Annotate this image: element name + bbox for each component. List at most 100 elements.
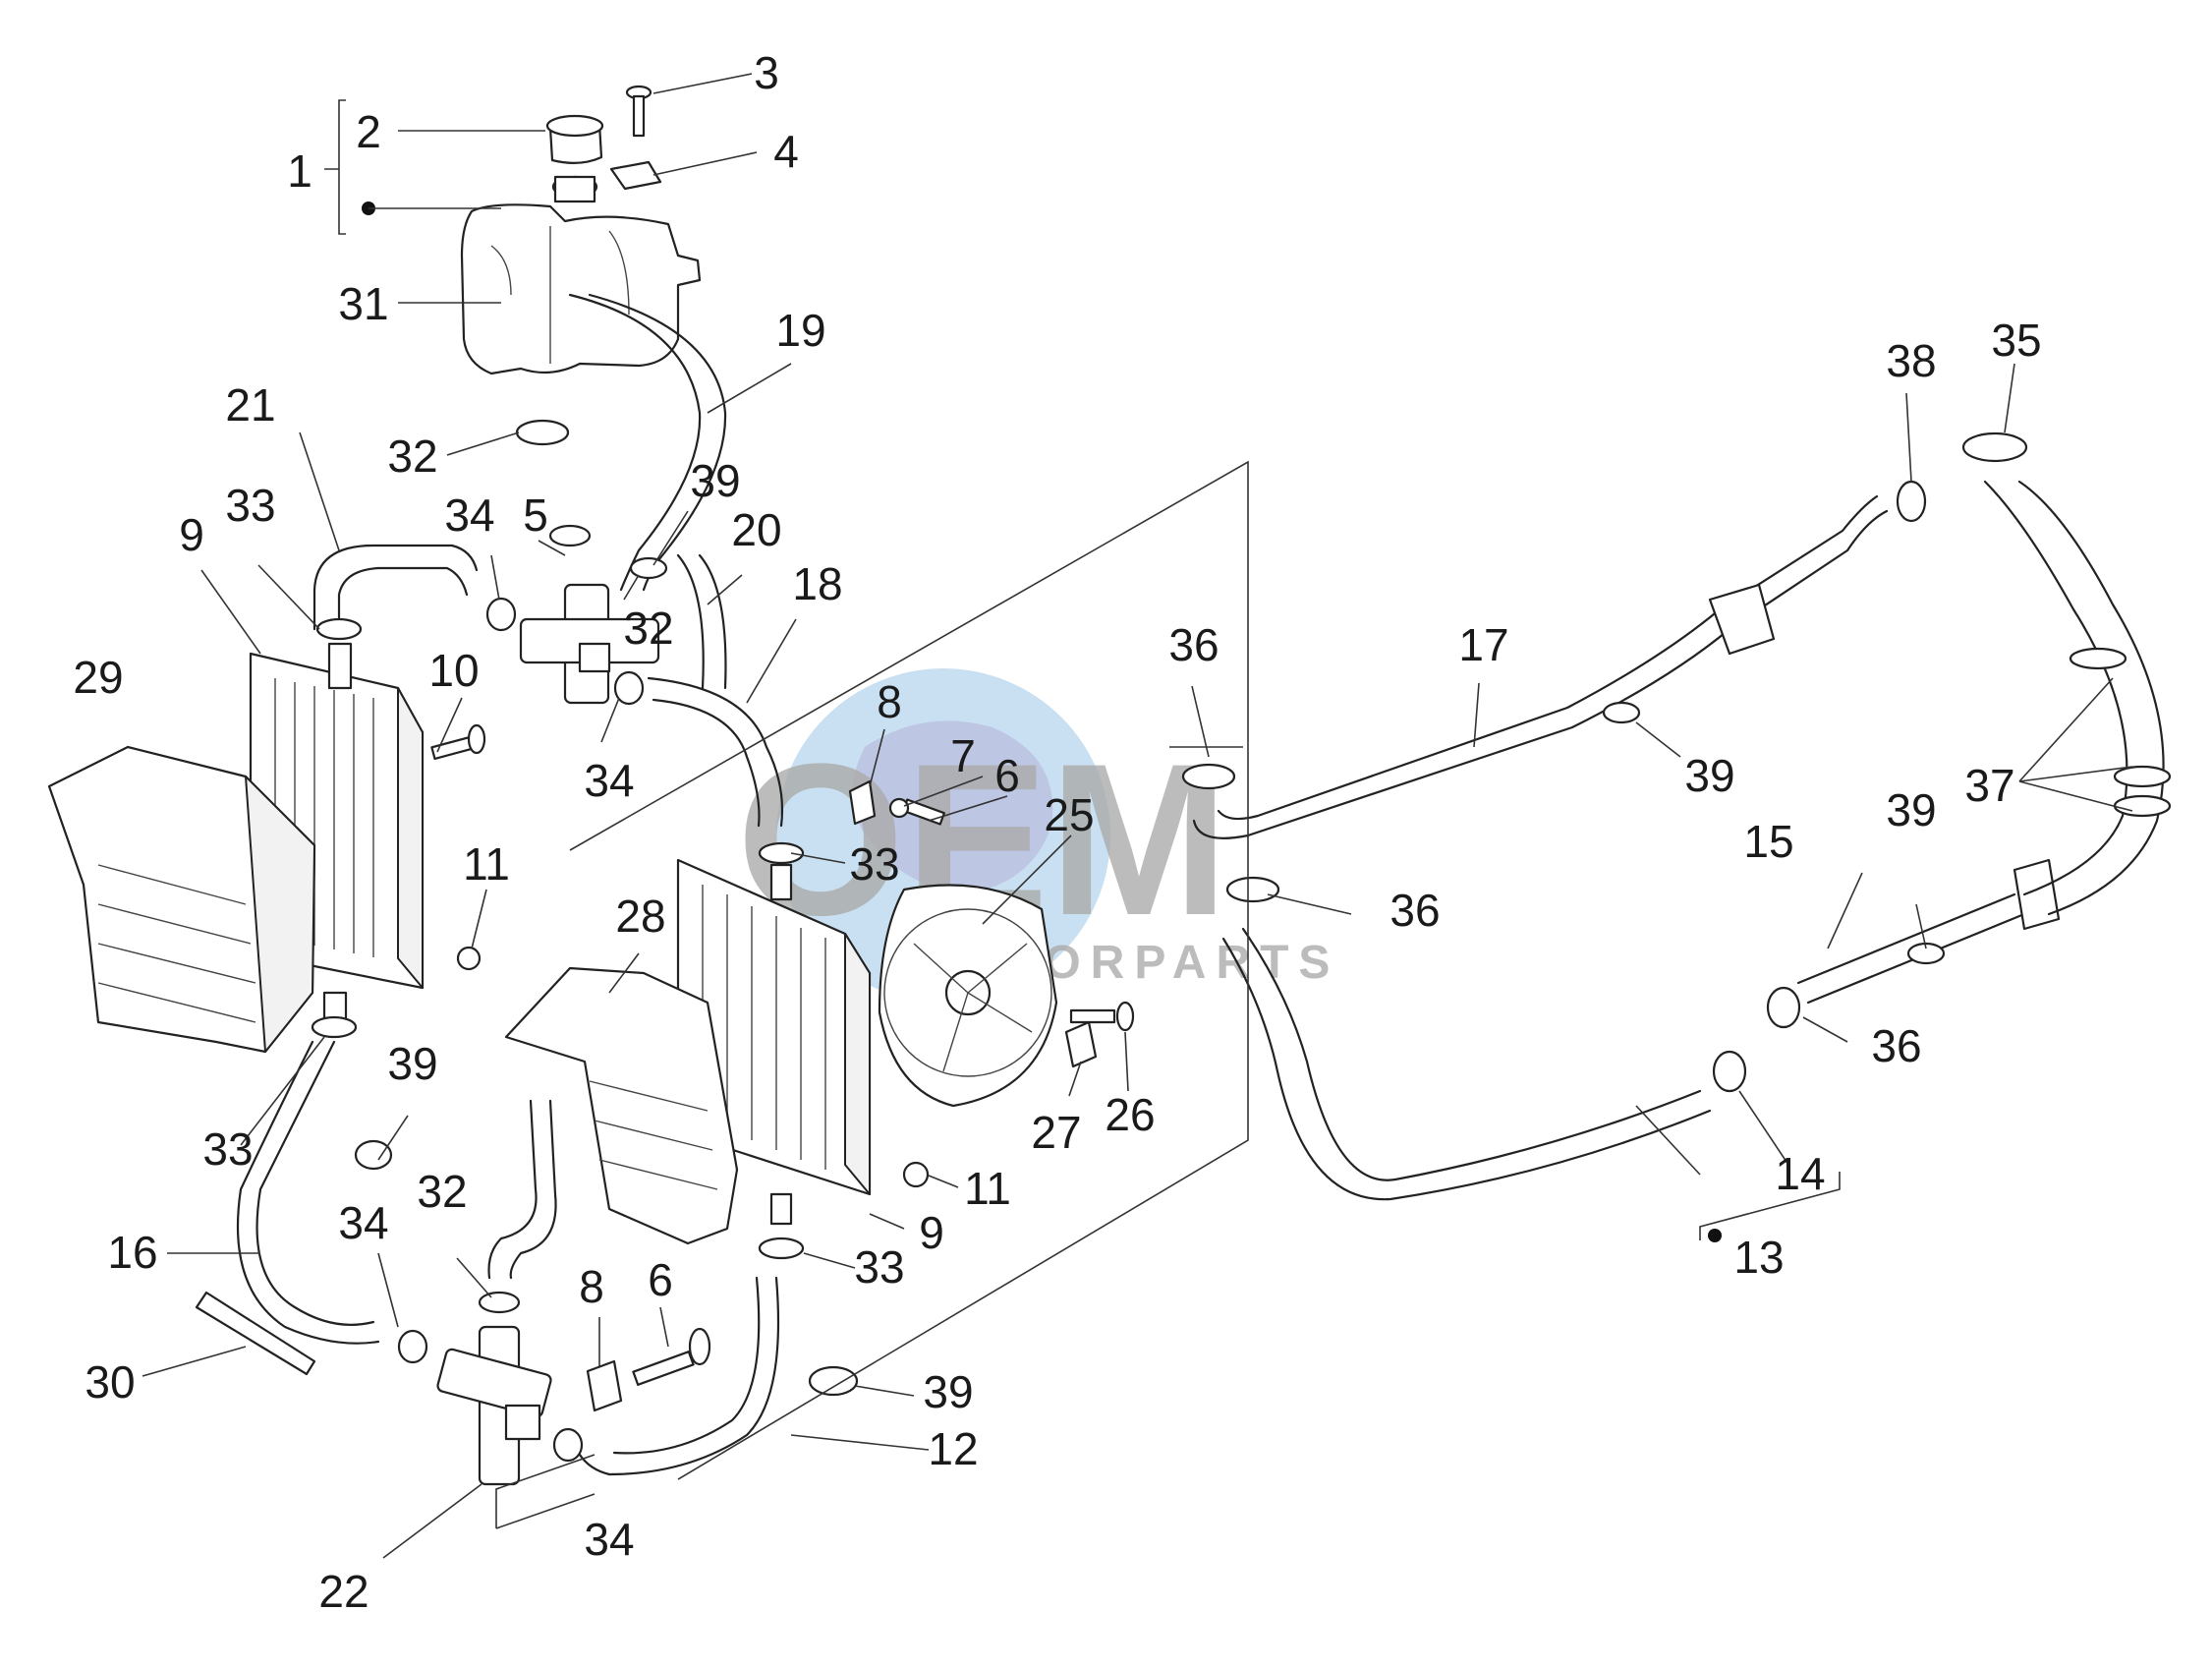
callout-6-upper: 6 — [994, 750, 1020, 801]
callout-34-lower-left: 34 — [338, 1197, 388, 1248]
callout-8-lower: 8 — [579, 1261, 604, 1312]
clamp-33-left-bottom — [311, 1015, 358, 1039]
callout-32-tank: 32 — [387, 431, 437, 482]
bracket-8-upper — [848, 779, 877, 826]
clamp-39-lower — [808, 1365, 859, 1397]
callout-18: 18 — [792, 558, 842, 609]
shroud-left — [47, 745, 316, 1054]
callout-30: 30 — [85, 1356, 135, 1408]
clamp-32-t5 — [548, 524, 592, 547]
callout-4: 4 — [773, 126, 799, 177]
clamp-33-left-top — [315, 617, 363, 641]
callout-17: 17 — [1458, 619, 1508, 670]
callout-37: 37 — [1964, 760, 2014, 811]
callout-8-upper: 8 — [877, 676, 902, 727]
hose-18 — [647, 676, 784, 828]
bolt-6-lower — [632, 1327, 711, 1386]
clamp-35 — [1961, 431, 2028, 463]
callout-labels: 1 2 3 4 31 19 21 32 33 9 34 5 39 20 18 3… — [73, 47, 2041, 1617]
clamp-32-t22 — [478, 1291, 521, 1314]
callout-39-tank: 39 — [690, 455, 740, 506]
callout-13: 13 — [1733, 1232, 1784, 1283]
nut-11-upper — [456, 946, 482, 971]
leader-lines — [142, 73, 2133, 1559]
callout-36-right: 36 — [1871, 1020, 1921, 1071]
callout-35: 35 — [1991, 315, 2041, 366]
callout-19: 19 — [775, 305, 825, 356]
hose-37 — [1983, 480, 2172, 916]
clamp-39-hose17 — [1602, 701, 1641, 724]
bracket-8-lower — [586, 1359, 623, 1412]
expansion-tank — [460, 203, 702, 375]
clamp-33-right-top — [758, 841, 805, 865]
callout-7: 7 — [950, 730, 976, 781]
callout-33-right-bottom: 33 — [854, 1241, 904, 1293]
callout-2: 2 — [356, 106, 381, 157]
callout-33-left-top: 33 — [225, 480, 275, 531]
callout-36-upper: 36 — [1168, 619, 1219, 670]
tank-screw — [625, 85, 652, 138]
callout-16: 16 — [107, 1227, 157, 1278]
callout-21: 21 — [225, 379, 275, 431]
washer-7 — [888, 797, 910, 819]
callout-1: 1 — [287, 145, 312, 197]
hose-21 — [312, 544, 479, 631]
t-connector-5 — [519, 583, 660, 705]
clamp-36-upper — [1181, 763, 1236, 790]
shroud-right — [504, 966, 739, 1245]
callout-29: 29 — [73, 652, 123, 703]
callout-31: 31 — [338, 278, 388, 329]
t-connector-22 — [436, 1325, 552, 1486]
callout-9-left: 9 — [179, 509, 204, 560]
callout-20: 20 — [731, 504, 781, 555]
hose-13 — [1221, 927, 1712, 1201]
strip-30 — [195, 1291, 316, 1376]
bracket-nut — [609, 160, 662, 191]
hose-28-drop — [487, 1099, 557, 1280]
bolt-26 — [1069, 1001, 1135, 1032]
clamp-39-hose15 — [1906, 942, 1946, 965]
clamp-33-right-bottom — [758, 1237, 805, 1260]
callout-10: 10 — [428, 645, 479, 696]
hose-19 — [568, 293, 702, 592]
hose-15 — [1796, 858, 2061, 1005]
callout-25: 25 — [1044, 789, 1094, 840]
callout-32-t22: 32 — [417, 1166, 467, 1217]
hose-20 — [676, 553, 727, 690]
clamp-34-t22-left — [397, 1329, 428, 1364]
callout-39-hose17: 39 — [1684, 750, 1734, 801]
clamp-32-tank — [515, 419, 570, 446]
callout-33-right-top: 33 — [849, 838, 899, 890]
clamp-34-t22-right — [552, 1427, 584, 1463]
tank-cap — [545, 114, 604, 203]
callout-34-t22: 34 — [584, 1514, 634, 1565]
callout-27: 27 — [1031, 1107, 1081, 1158]
clamp-38 — [1896, 480, 1927, 523]
fan-25 — [878, 884, 1058, 1108]
clamp-34-left — [485, 597, 517, 632]
callout-39-lower: 39 — [923, 1366, 973, 1417]
callout-39-hose15: 39 — [1886, 784, 1936, 835]
watermark-globe-continent — [852, 720, 1053, 894]
callout-38: 38 — [1886, 335, 1936, 386]
callout-32-t5: 32 — [623, 603, 673, 654]
callout-28: 28 — [615, 891, 665, 942]
callout-3: 3 — [754, 47, 779, 98]
callout-9-right: 9 — [919, 1207, 944, 1258]
callout-22: 22 — [318, 1566, 369, 1617]
callout-33-left-bottom: 33 — [202, 1123, 253, 1175]
callout-11-upper: 11 — [463, 838, 510, 890]
hose-17 — [1192, 494, 1889, 839]
callout-34-right: 34 — [584, 755, 634, 806]
callout-15: 15 — [1743, 816, 1793, 867]
callout-5: 5 — [523, 489, 548, 541]
clamp-14 — [1712, 1050, 1747, 1093]
callout-6-lower: 6 — [648, 1254, 673, 1305]
hose-12 — [578, 1276, 780, 1476]
clamp-39-tank — [629, 556, 668, 580]
clamp-36-right — [1766, 986, 1801, 1029]
hose-16 — [236, 1040, 380, 1345]
callout-11-lower: 11 — [964, 1163, 1011, 1214]
callout-39-left: 39 — [387, 1038, 437, 1089]
